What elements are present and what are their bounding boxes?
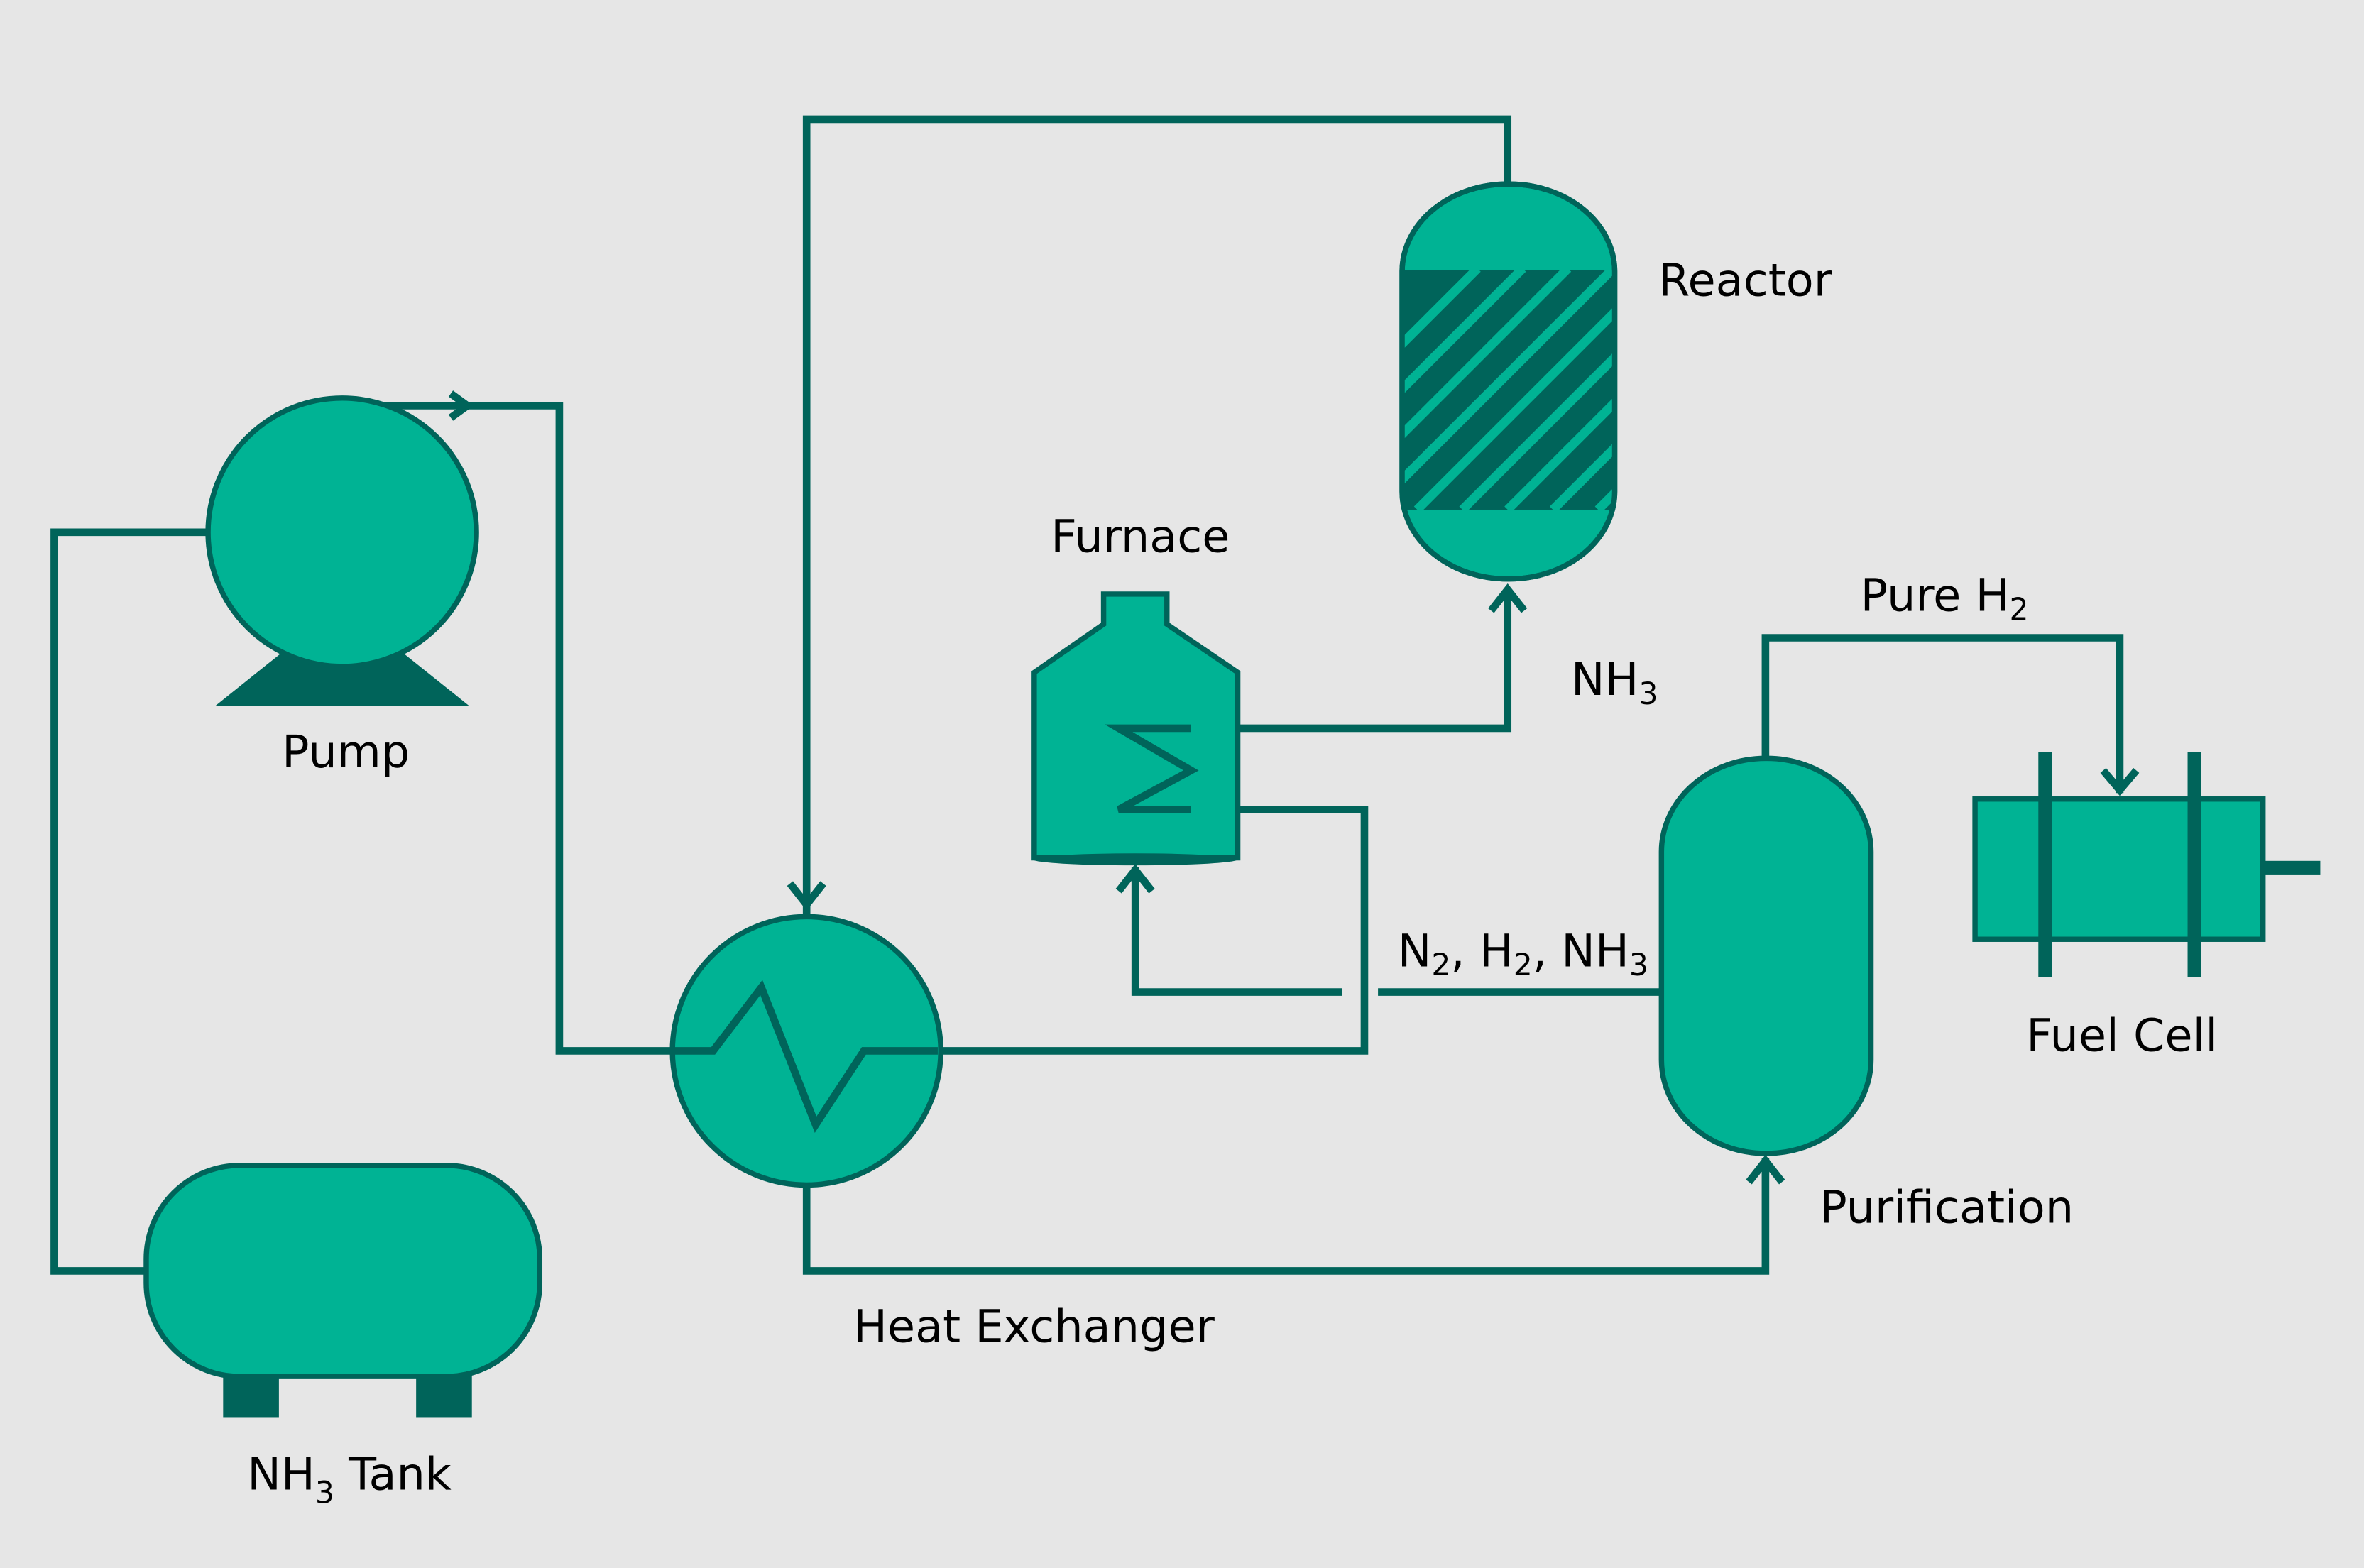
purification-label: Purification	[1819, 1182, 2074, 1234]
heat-exchanger	[669, 914, 943, 1188]
reactor-label: Reactor	[1658, 254, 1833, 307]
pipe-heat-exchanger-to-furnace-coil	[937, 806, 1369, 1055]
purification	[1658, 755, 1874, 1156]
pipe-tank-to-pump	[50, 528, 209, 1275]
fuel-cell-label: Fuel Cell	[2026, 1009, 2218, 1062]
arrow-into-furnace	[1115, 863, 1155, 894]
heat-exchanger-tube	[672, 980, 938, 1133]
furnace-base	[1032, 853, 1238, 866]
fuel-cell-plate-left	[2038, 752, 2052, 977]
arrow-pump-discharge	[448, 390, 474, 421]
pure-h2-label: Pure H2	[1861, 569, 2029, 627]
nh3-tank-vessel	[143, 1163, 543, 1379]
fuel-cell-body	[1972, 796, 2266, 942]
flow-arrows	[448, 390, 2140, 1185]
mixed-stream-label: N2, H2, NH3	[1398, 925, 1648, 983]
arrow-into-heat-exchanger	[787, 881, 826, 911]
fuel-cell-plate-right	[2187, 752, 2201, 977]
pipe-reactor-to-heat-exchanger	[802, 115, 1512, 914]
furnace-label: Furnace	[1051, 510, 1230, 563]
nh3-tank-label: NH3 Tank	[247, 1448, 452, 1511]
pump-label: Pump	[282, 726, 410, 779]
pipe-fuel-to-furnace	[1131, 867, 1342, 996]
arrow-into-fuel-cell	[2100, 767, 2140, 796]
arrow-into-reactor	[1488, 583, 1528, 613]
pipe-furnace-coil-to-reactor	[1191, 588, 1512, 733]
pump-casing	[205, 395, 479, 669]
nh3-stream-label: NH3	[1571, 654, 1658, 712]
pump	[205, 395, 479, 706]
fuel-cell	[1972, 752, 2321, 977]
nh3-tank	[143, 1163, 543, 1418]
furnace	[1031, 591, 1241, 866]
purification-column	[1658, 755, 1874, 1156]
reactor	[1399, 181, 1618, 582]
fuel-cell-terminal	[2262, 860, 2321, 875]
heat-exchanger-label: Heat Exchanger	[853, 1300, 1215, 1353]
reactor-catalyst-hatching	[1402, 270, 1615, 510]
arrow-into-purification	[1746, 1154, 1785, 1185]
furnace-coil	[1105, 724, 1199, 813]
pipe-heat-exchanger-to-purification	[802, 1158, 1770, 1275]
pipe-pure-h2-to-fuel-cell	[1761, 634, 2124, 794]
pump-base	[215, 651, 469, 706]
